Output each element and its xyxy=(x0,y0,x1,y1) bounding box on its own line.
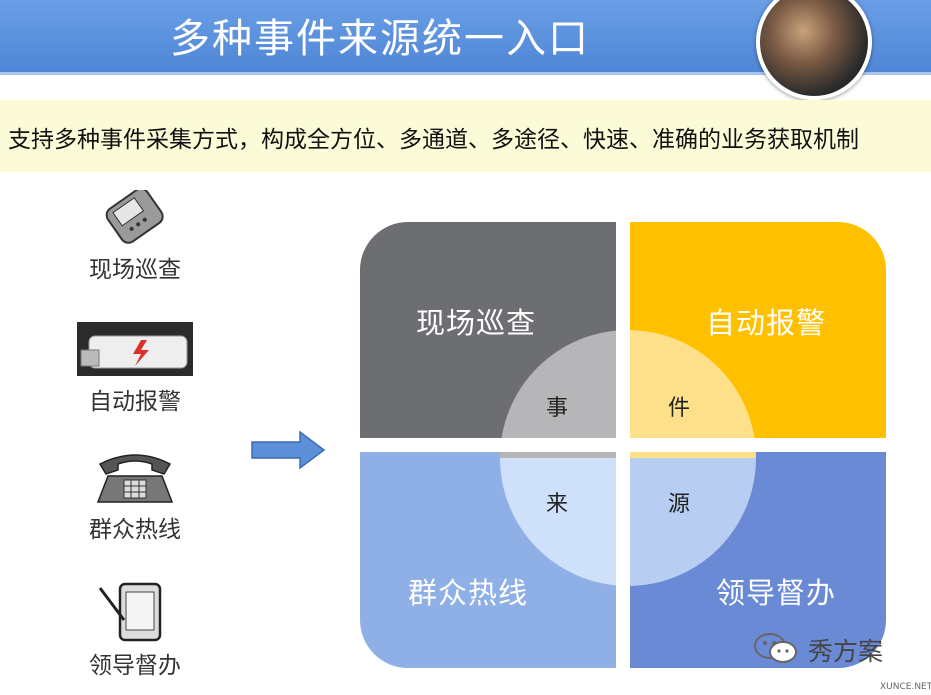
subtitle-text: 支持多种事件采集方式，构成全方位、多通道、多途径、快速、准确的业务获取机制 xyxy=(8,127,859,153)
source-label: 自动报警 xyxy=(89,389,181,415)
circle-quarter-tr xyxy=(628,330,756,458)
subtitle-band: 支持多种事件采集方式，构成全方位、多通道、多途径、快速、准确的业务获取机制 xyxy=(0,100,931,172)
source-item-hotline: 群众热线 xyxy=(60,450,210,544)
center-char-1: 事 xyxy=(546,396,569,421)
wechat-icon xyxy=(753,632,799,672)
right-arrow-icon xyxy=(250,430,326,470)
source-item-supervision: 领导督办 xyxy=(60,578,210,680)
center-char-3: 来 xyxy=(546,492,569,517)
source-item-patrol: 现场巡查 xyxy=(60,187,210,284)
center-char-2: 件 xyxy=(668,396,691,421)
source-label: 群众热线 xyxy=(89,517,181,543)
handshake-photo xyxy=(756,0,872,100)
source-label: 现场巡查 xyxy=(89,257,181,283)
mobile-phone-icon xyxy=(90,187,180,246)
circle-quarter-bl xyxy=(500,458,628,586)
alarm-device-icon xyxy=(75,320,195,378)
page-title: 多种事件来源统一入口 xyxy=(170,16,590,62)
source-item-alarm: 自动报警 xyxy=(60,320,210,416)
circle-quarter-br xyxy=(628,458,756,586)
watermark-small: XUNCE.NET xyxy=(880,682,931,692)
telephone-icon xyxy=(90,450,180,506)
circle-quarter-tl xyxy=(500,330,628,458)
source-label: 领导督办 xyxy=(89,653,181,679)
tablet-pen-icon xyxy=(90,578,180,642)
watermark-text: 秀方案 xyxy=(808,637,884,666)
center-char-4: 源 xyxy=(668,492,691,517)
gap-horizontal xyxy=(360,438,886,452)
center-circle xyxy=(500,330,756,586)
